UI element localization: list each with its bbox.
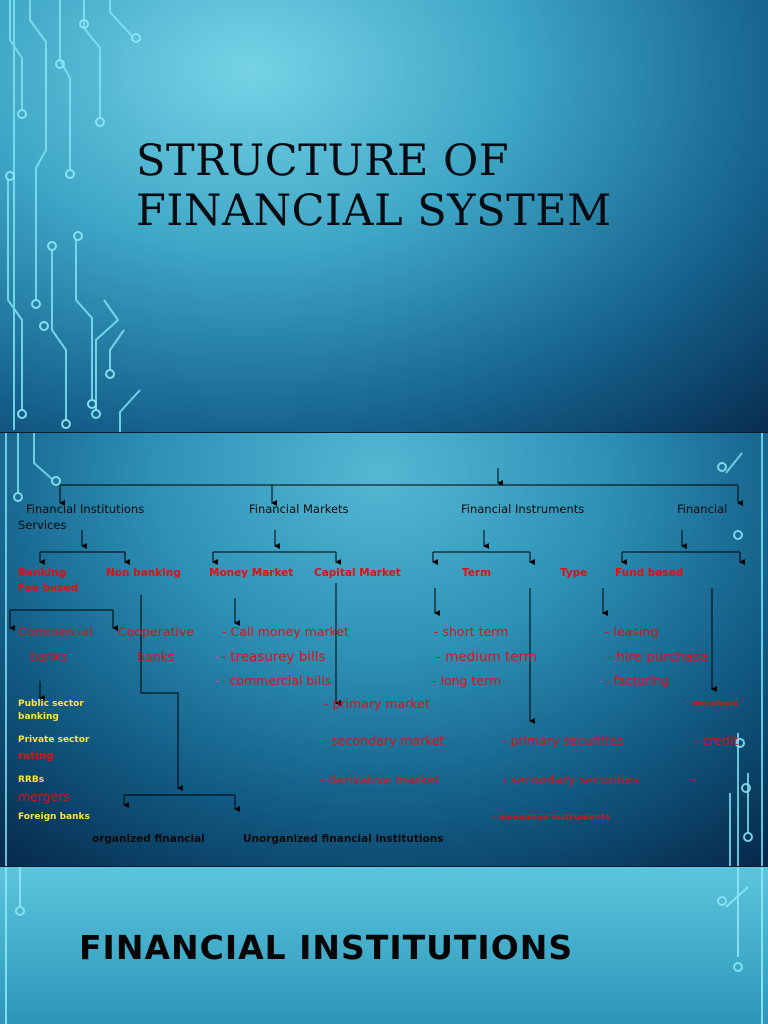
circuit-decoration-bottom <box>5 867 763 1024</box>
structure-diagram-slide: Financial Institutions Services Financia… <box>0 433 768 866</box>
diagram-connectors <box>5 433 763 866</box>
label-organized-financial: organized financial <box>92 833 205 845</box>
label-leasing: - leasing <box>605 624 659 639</box>
header-financial-institutions: Financial Institutions <box>26 502 145 516</box>
label-short-term: - short term <box>434 624 509 639</box>
label-credit: - credit <box>694 733 739 748</box>
slide-title: STRUCTURE OF FINANCIAL SYSTEM <box>136 136 612 236</box>
label-foreign-banks: Foreign banks <box>18 812 90 822</box>
label-rrbs: RRBs <box>18 775 45 785</box>
label-merchant: - merchant <box>686 699 739 709</box>
label-banks-commercial: banks <box>30 649 68 664</box>
label-derivative-market: - derivative market <box>320 772 440 787</box>
header-services-continued: Services <box>18 518 67 532</box>
label-banking: Banking <box>18 567 67 579</box>
circuit-decoration-left <box>5 0 141 432</box>
label-cooperative: Cooperative <box>118 624 194 639</box>
label-medium-term: - medium term <box>436 649 537 665</box>
label-non-banking: Non banking <box>106 567 181 579</box>
financial-institutions-slide <box>0 867 768 1024</box>
label-type: Type <box>560 567 588 579</box>
label-banks-cooperative: banks <box>137 649 175 664</box>
label-commercial: Commercial <box>18 624 93 639</box>
label-private-sector: Private sector <box>18 735 90 745</box>
header-financial-instruments: Financial Instruments <box>461 502 585 516</box>
label-primary-securities: - primary securities <box>502 733 624 748</box>
label-fund-based: Fund based <box>615 567 684 579</box>
label-unorganized-institutions: Unorganized financial institutions <box>243 833 444 845</box>
label-secondary-securities: - secondary securities <box>502 772 640 787</box>
slide3-title: FINANCIAL INSTITUTIONS <box>79 928 574 967</box>
label-term: Term <box>462 567 492 579</box>
label-dash: - <box>692 772 697 787</box>
header-financial-services: Financial <box>677 502 728 516</box>
label-long-term: - long term <box>432 673 502 688</box>
label-mergers: mergers <box>18 789 71 804</box>
title-line-2: FINANCIAL SYSTEM <box>136 186 612 236</box>
label-fee-based: Fee based <box>18 582 79 594</box>
label-rating: rating <box>18 750 54 762</box>
label-public-banking: banking <box>18 712 59 722</box>
label-hire-purchase: - hire purchase <box>607 649 709 665</box>
title-slide: STRUCTURE OF FINANCIAL SYSTEM <box>0 0 768 432</box>
label-capital-market: Capital Market <box>314 567 401 579</box>
label-call-money-market: - Call money market <box>222 624 349 639</box>
label-commercial-bills: - commercial bills <box>221 673 332 688</box>
label-innovative-instruments: - innovative instruments <box>492 813 610 823</box>
title-line-1: STRUCTURE OF <box>136 136 510 186</box>
label-public-sector: Public sector <box>18 699 84 709</box>
label-money-market: Money Market <box>209 567 294 579</box>
label-primary-market: - primary market <box>324 696 430 711</box>
label-secondary-market: - secondary market <box>323 733 445 748</box>
label-treasury-bills: - treasurey bills <box>221 649 326 665</box>
header-financial-markets: Financial Markets <box>249 502 349 516</box>
label-factoring: - factoring <box>605 673 670 688</box>
